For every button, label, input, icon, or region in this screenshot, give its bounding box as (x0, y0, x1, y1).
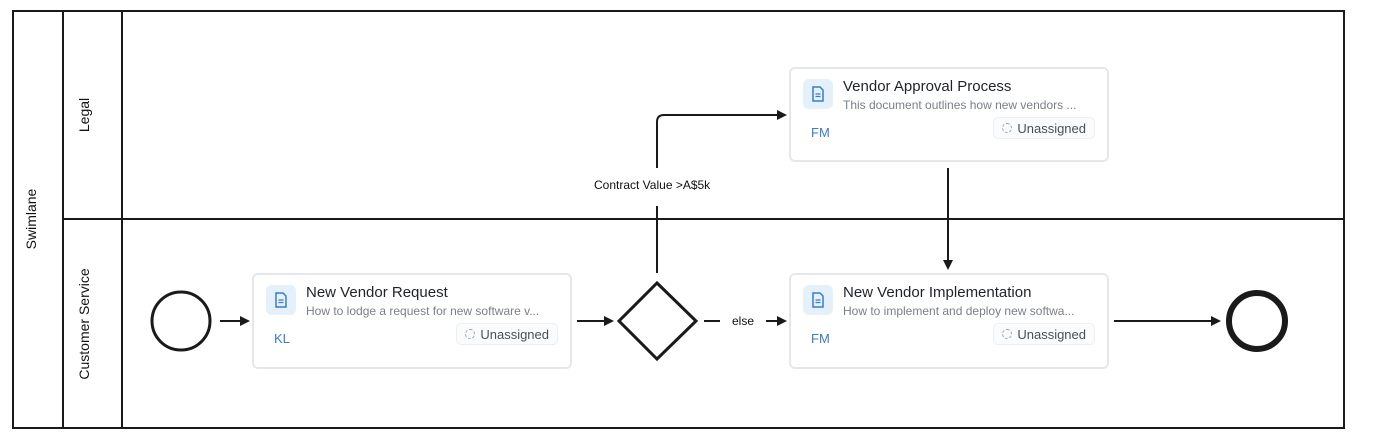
pool-header (12, 10, 64, 429)
status-badge[interactable]: Unassigned (456, 323, 558, 345)
task-card-new-vendor-implementation[interactable]: New Vendor Implementation How to impleme… (789, 273, 1109, 369)
task-title: New Vendor Request (306, 284, 448, 301)
task-description: How to lodge a request for new software … (306, 304, 540, 318)
task-card-new-vendor-request[interactable]: New Vendor Request How to lodge a reques… (252, 273, 572, 369)
unassigned-icon (1002, 329, 1013, 339)
task-card-vendor-approval[interactable]: Vendor Approval Process This document ou… (789, 67, 1109, 162)
status-badge[interactable]: Unassigned (993, 323, 1095, 345)
status-text: Unassigned (1017, 120, 1086, 136)
document-icon (803, 79, 833, 109)
task-title: New Vendor Implementation (843, 284, 1032, 301)
task-title: Vendor Approval Process (843, 78, 1012, 95)
edge-label-contract-value: Contract Value >A$5k (594, 178, 711, 192)
assignee-initials: FM (811, 331, 830, 346)
assignee-initials: KL (274, 331, 290, 346)
status-text: Unassigned (1017, 326, 1086, 342)
status-text: Unassigned (480, 326, 549, 342)
pool-label: Swimlane (23, 188, 39, 250)
lane-label-customer-service: Customer Service (76, 268, 92, 380)
assignee-initials: FM (811, 125, 830, 140)
task-description: How to implement and deploy new softwa..… (843, 304, 1075, 318)
edge-label-else: else (732, 314, 755, 328)
task-description: This document outlines how new vendors .… (843, 98, 1077, 112)
unassigned-icon (465, 329, 476, 339)
document-icon (803, 285, 833, 315)
lane-label-legal: Legal (76, 97, 92, 133)
document-icon (266, 285, 296, 315)
status-badge[interactable]: Unassigned (993, 117, 1095, 139)
lane-divider (64, 218, 1345, 220)
unassigned-icon (1002, 123, 1013, 133)
